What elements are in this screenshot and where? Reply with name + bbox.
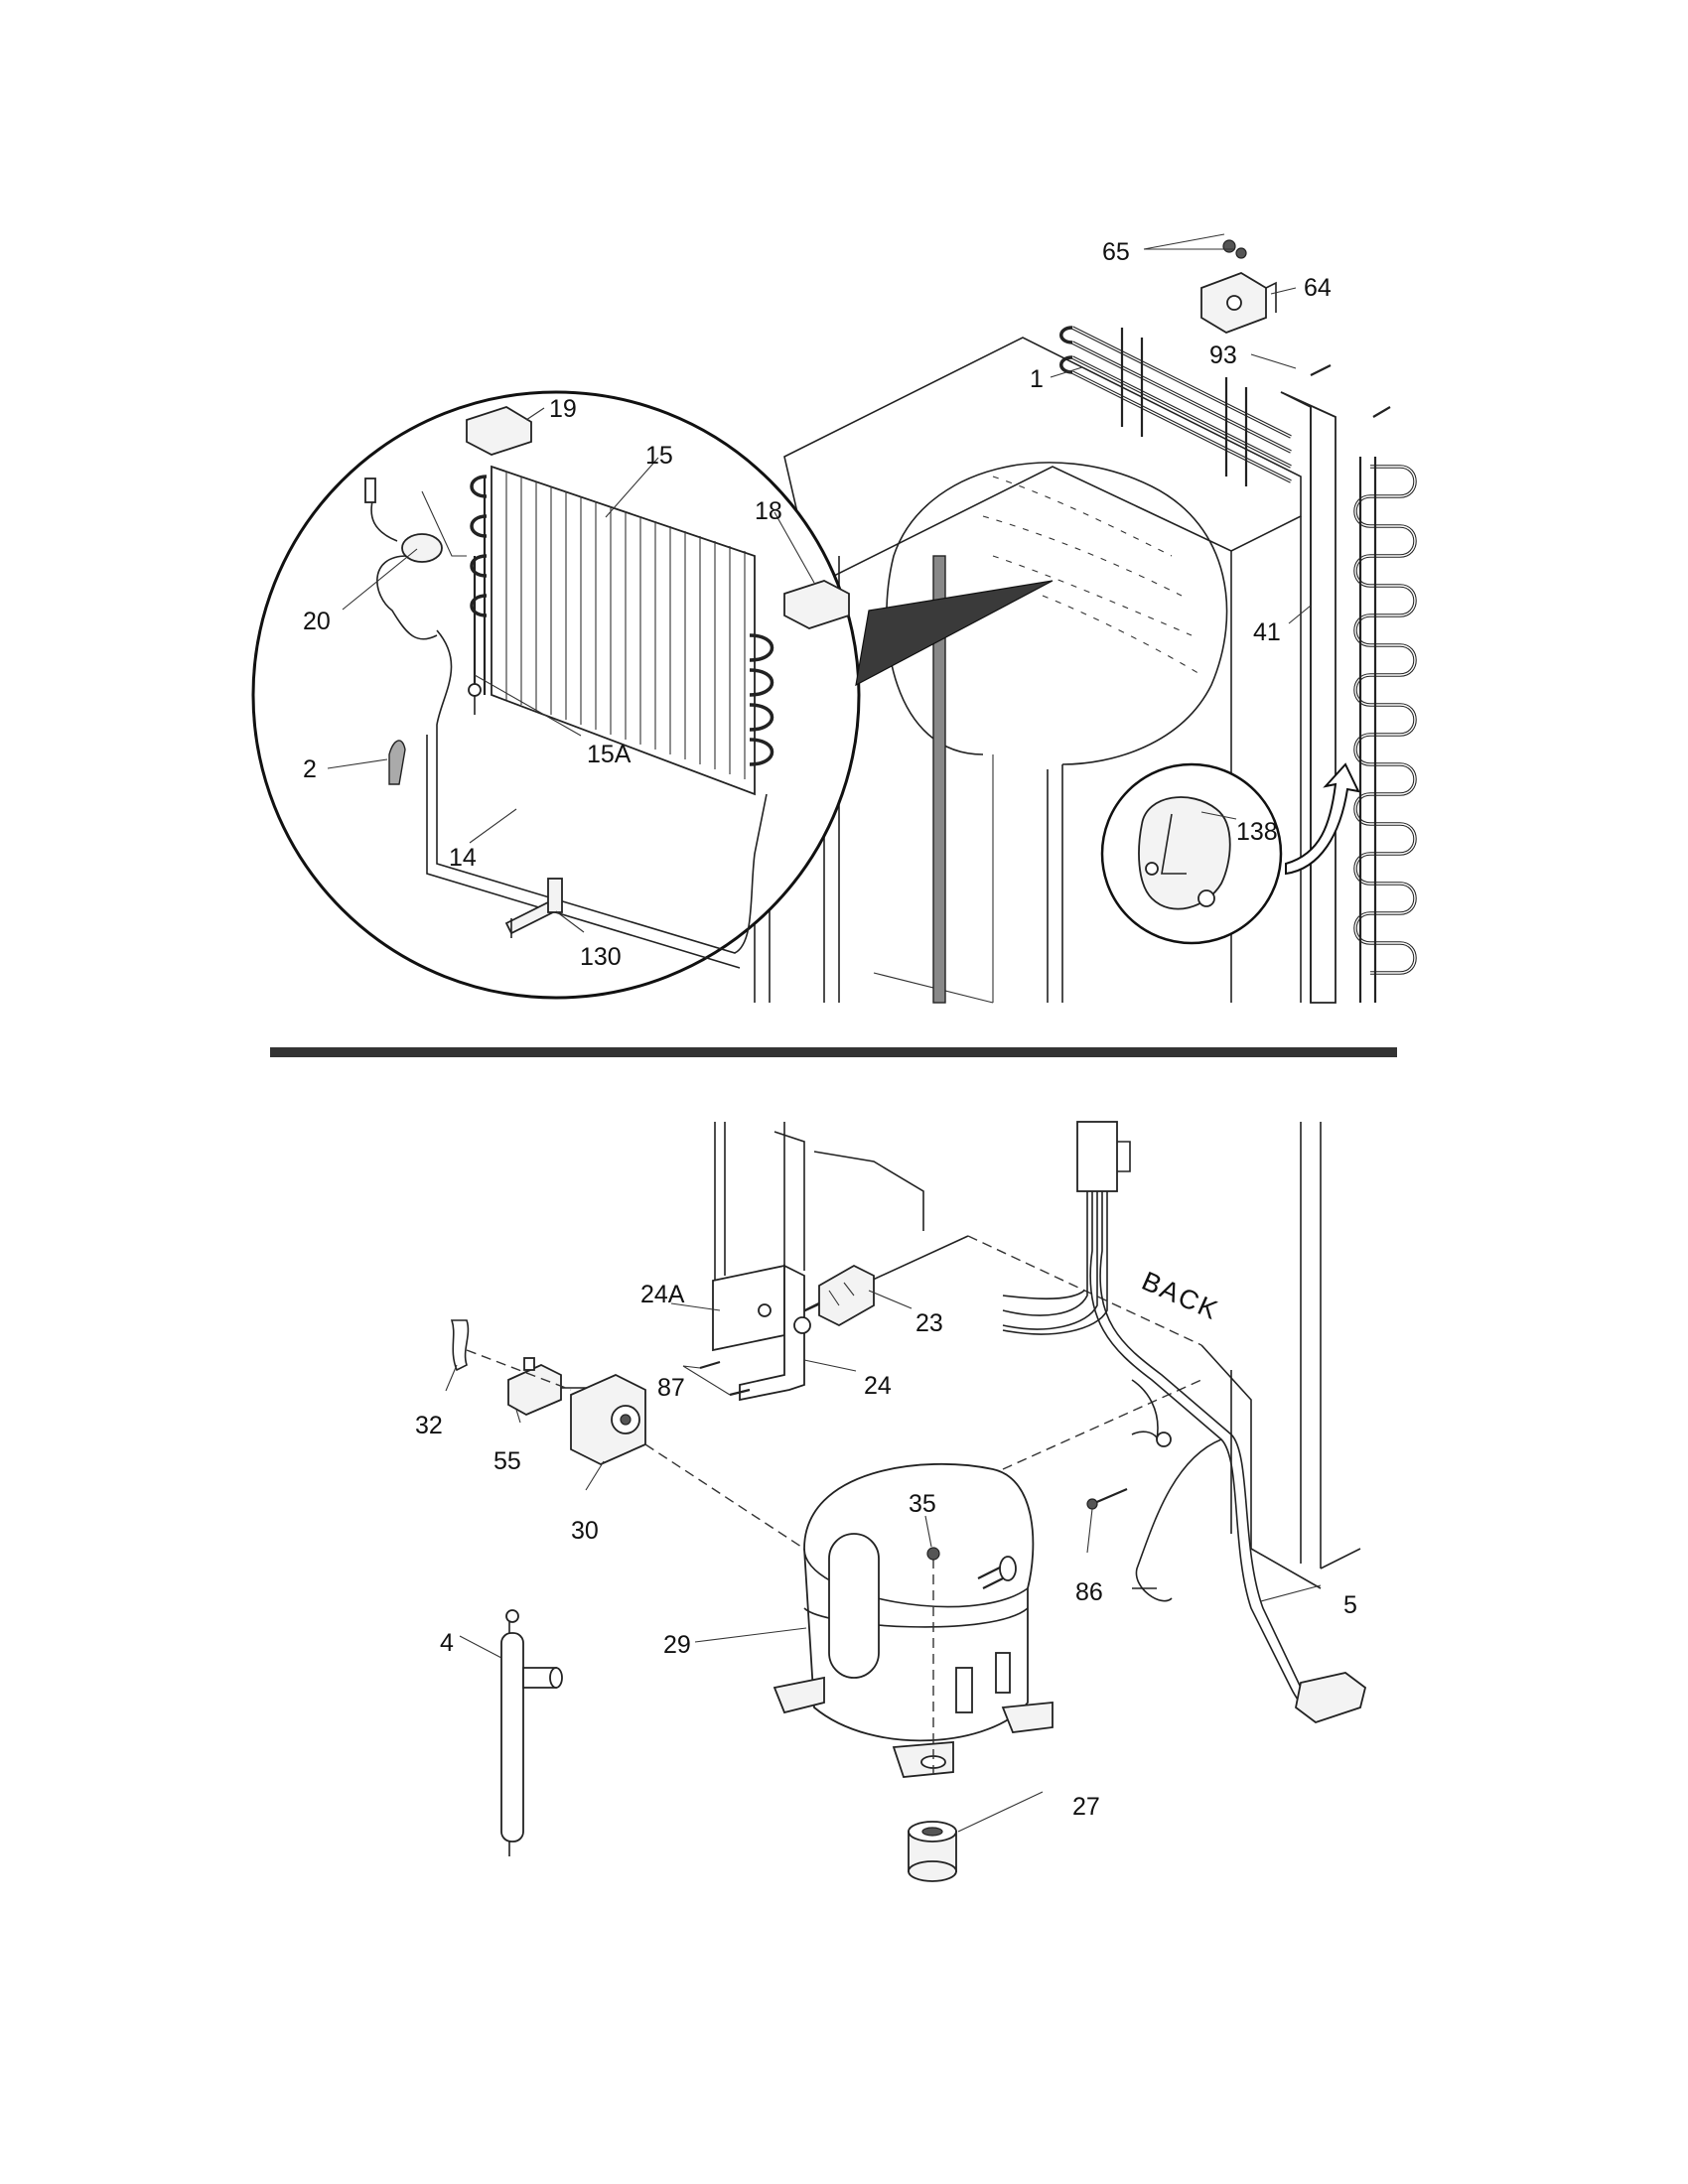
part-23-overload (818, 1264, 875, 1327)
part-130-drain (504, 878, 563, 938)
part-4-drier (500, 1609, 563, 1856)
callout-2: 2 (303, 755, 317, 783)
callout-29: 29 (663, 1631, 691, 1659)
part-19-block (466, 406, 532, 456)
part-30-relay (570, 1374, 646, 1465)
callout-65: 65 (1102, 238, 1130, 266)
part-64-bracket (1200, 272, 1277, 334)
back-label: BACK (1138, 1266, 1224, 1326)
part-35-screw (926, 1547, 940, 1561)
part-24A-cover (712, 1264, 785, 1352)
callout-93: 93 (1209, 341, 1237, 369)
part-18-block (783, 580, 850, 629)
callout-87: 87 (657, 1374, 685, 1402)
condenser-coil (1059, 326, 1417, 1003)
part-87-screws (699, 1360, 751, 1397)
part-93-screws (1310, 364, 1391, 418)
callout-32: 32 (415, 1412, 443, 1439)
cabinet-lower (714, 1122, 1361, 1589)
part-15A-heater (468, 556, 482, 715)
callout-23: 23 (915, 1309, 943, 1337)
part-2-clip (388, 740, 406, 785)
callout-35: 35 (909, 1490, 936, 1518)
callout-27: 27 (1072, 1793, 1100, 1821)
part-55-switch (507, 1357, 591, 1417)
callout-labels: 65 64 93 1 19 15 18 20 15A 2 14 130 41 1… (303, 238, 1357, 1821)
callout-138: 138 (1236, 818, 1278, 846)
callout-5: 5 (1343, 1591, 1357, 1619)
part-27-grommet (908, 1821, 957, 1882)
part-41-bracket (1280, 391, 1336, 1004)
callout-15A: 15A (587, 741, 632, 768)
part-138-detail-circle (1100, 762, 1360, 945)
callout-1: 1 (1030, 365, 1044, 393)
part-32-clip (450, 1319, 470, 1372)
callout-19: 19 (549, 395, 577, 423)
part-86-ground-screw (1086, 1379, 1172, 1510)
callout-24A: 24A (640, 1281, 685, 1308)
callout-24: 24 (864, 1372, 892, 1400)
part-14-wire (376, 555, 768, 969)
part-15-evaporator (470, 465, 774, 796)
callout-64: 64 (1304, 274, 1332, 302)
part-5-power-cord (1002, 1121, 1367, 1724)
callout-18: 18 (755, 497, 782, 525)
leader-lines (327, 233, 1322, 1833)
section-divider (270, 1047, 1397, 1057)
part-29-compressor (773, 1462, 1054, 1778)
callout-130: 130 (580, 943, 622, 971)
callout-30: 30 (571, 1517, 599, 1545)
callout-20: 20 (303, 608, 331, 635)
part-24-bracket (739, 1264, 835, 1402)
callout-4: 4 (440, 1629, 454, 1657)
callout-55: 55 (493, 1447, 521, 1475)
callout-15: 15 (645, 442, 673, 470)
callout-86: 86 (1075, 1578, 1103, 1606)
callout-14: 14 (449, 844, 477, 872)
relay-to-compressor-guide (466, 1349, 805, 1550)
part-20-thermostat (364, 478, 467, 563)
callout-41: 41 (1253, 618, 1281, 646)
